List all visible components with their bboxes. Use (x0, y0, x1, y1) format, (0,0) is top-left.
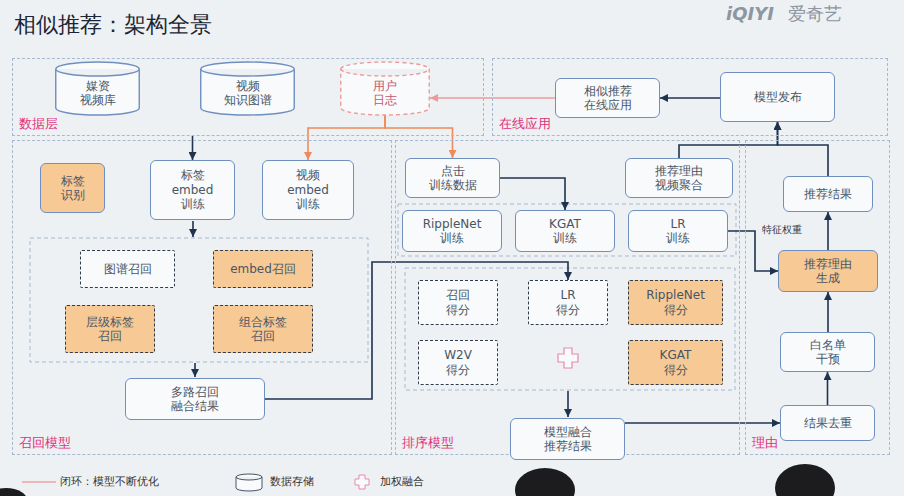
legend-text: 加权融合 (380, 475, 424, 488)
audience-head (515, 468, 575, 496)
legend-text: 数据存储 (270, 475, 314, 488)
edge-label: 特征权重 (760, 223, 804, 236)
layer-region: 理由 推荐结果推荐理由 生成白名单 干预结果去重 (745, 140, 890, 455)
process-box: 推荐结果 (783, 176, 873, 212)
process-box: 标签 识别 (40, 163, 105, 213)
score-box: LR 得分 (528, 280, 608, 325)
cylinder-shape (341, 62, 430, 115)
flow-connector (827, 372, 829, 405)
flow-connector (625, 422, 780, 424)
process-box: RippleNet 训练 (402, 210, 502, 252)
flow-arrow (192, 221, 194, 237)
watermark-text: iQIYI (726, 3, 774, 25)
process-box: LR 训练 (628, 210, 728, 252)
box-text: KGAT 训练 (549, 217, 581, 246)
cylinder-shape (201, 62, 295, 115)
recall-box: 图谱召回 (80, 250, 175, 288)
region-label: 数据层 (19, 116, 58, 132)
box-text: RippleNet 得分 (646, 288, 705, 317)
legend-line-sample (22, 481, 56, 483)
layer-region: 排序模型 点击 训练数据 推荐理由 视频聚合 RippleNet 训练 KGAT 训练 L… (395, 140, 740, 455)
box-text: 模型发布 (754, 90, 802, 104)
box-text: 结果去重 (804, 416, 852, 430)
box-text: RippleNet 训练 (423, 217, 482, 246)
legend-text: 闭环：模型不断优化 (60, 475, 159, 488)
region-label: 召回模型 (19, 435, 71, 451)
score-group-frame (405, 268, 735, 390)
flow-connector (660, 97, 720, 99)
slide-title: 相似推荐：架构全景 (14, 12, 212, 38)
box-text: embed召回 (230, 262, 296, 276)
data-store: 用户 日志 (340, 62, 430, 115)
process-box: KGAT 训练 (515, 210, 615, 252)
audience-head (0, 488, 28, 496)
cylinder-shape (56, 62, 140, 115)
recall-box: 组合标签 召回 (213, 305, 313, 353)
layer-region: 数据层 媒资 视频库 视频 知识图谱 用户 日志 (12, 58, 484, 136)
flow-connector (500, 178, 565, 210)
score-box: RippleNet 得分 (628, 280, 723, 325)
box-text: 视频 embed 训练 (287, 168, 329, 211)
box-text: 模型融合 推荐结果 (544, 425, 592, 454)
process-box: 点击 训练数据 (405, 158, 500, 198)
score-box: 召回 得分 (418, 280, 498, 325)
flow-arrow (194, 363, 196, 377)
box-text: W2V 得分 (444, 348, 472, 377)
box-text: 召回 得分 (446, 288, 470, 317)
score-box: W2V 得分 (418, 340, 498, 385)
box-text: 白名单 干预 (810, 338, 846, 367)
process-box: 相似推荐 在线应用 (555, 78, 660, 118)
box-text: 媒资 视频库 (80, 79, 116, 108)
region-label: 在线应用 (499, 116, 551, 132)
box-text: 多路召回 融合结果 (171, 385, 219, 414)
box-text: 组合标签 召回 (239, 315, 287, 344)
process-box: 标签 embed 训练 (150, 160, 235, 220)
process-box: 模型融合 推荐结果 (510, 418, 625, 460)
box-text: 推荐理由 生成 (804, 257, 852, 286)
process-box: 白名单 干预 (780, 332, 875, 372)
training-group-frame (398, 204, 736, 256)
box-text: 点击 训练数据 (429, 164, 477, 193)
flow-connector (778, 122, 829, 176)
layer-region: 在线应用 相似推荐 在线应用 模型发布 (492, 58, 888, 136)
box-text: 标签 embed 训练 (172, 168, 214, 211)
region-label: 理由 (752, 435, 778, 451)
recall-group-frame (30, 238, 368, 362)
process-box: 推荐理由 生成 (778, 250, 878, 292)
box-text: 推荐理由 视频聚合 (655, 164, 703, 193)
process-box: 推荐理由 视频聚合 (625, 158, 733, 198)
plus-symbol (558, 348, 578, 368)
process-box: 视频 embed 训练 (262, 160, 354, 220)
recall-box: 层级标签 召回 (65, 305, 155, 353)
flow-connector (308, 115, 385, 161)
flow-connector (728, 231, 778, 271)
box-text: 标签 识别 (61, 174, 85, 203)
process-box: 结果去重 (780, 405, 875, 441)
flow-connector (827, 212, 829, 250)
legend-cylinder-sample (236, 474, 262, 491)
data-store: 视频 知识图谱 (200, 62, 295, 115)
box-text: 推荐结果 (804, 187, 852, 201)
box-text: 图谱召回 (104, 262, 152, 276)
watermark-text: 爱奇艺 (788, 3, 842, 25)
box-text: 层级标签 召回 (86, 315, 134, 344)
layer-region: 召回模型 标签 识别 标签 embed 训练 视频 embed 训练图谱召回 embed… (12, 140, 392, 455)
region-label: 排序模型 (402, 435, 454, 451)
audience-head (775, 464, 835, 496)
recall-box: embed召回 (213, 250, 313, 288)
score-box: KGAT 得分 (628, 340, 723, 385)
box-text: KGAT 得分 (660, 348, 692, 377)
process-box: 多路召回 融合结果 (125, 378, 265, 420)
box-text: 相似推荐 在线应用 (584, 84, 632, 113)
flow-connector (827, 292, 829, 332)
process-box: 模型发布 (720, 72, 835, 122)
flow-arrow (567, 391, 569, 417)
box-text: LR 训练 (666, 217, 690, 246)
box-text: 用户 日志 (373, 79, 397, 108)
box-text: LR 得分 (556, 288, 580, 317)
legend-plus-sample (355, 475, 369, 489)
box-text: 视频 知识图谱 (224, 79, 272, 108)
data-store: 媒资 视频库 (55, 62, 140, 115)
